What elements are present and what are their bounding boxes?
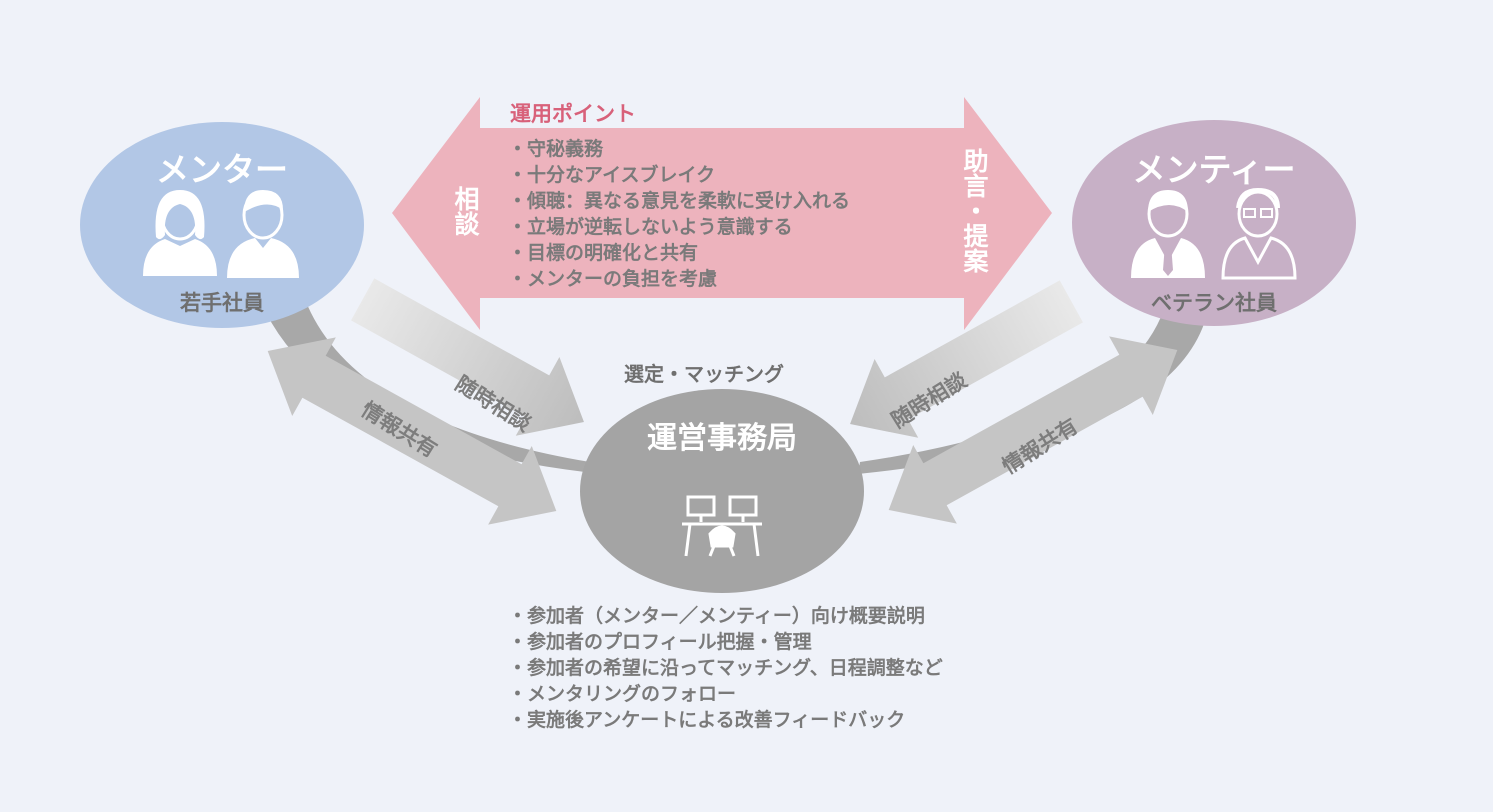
left-consult-arrow	[351, 278, 584, 436]
office-title: 運営事務局	[647, 421, 797, 456]
man-icon	[227, 190, 299, 278]
office-desks-icon	[682, 495, 762, 557]
mentee-title: メンティー	[1132, 150, 1296, 189]
right-consult-arrow	[850, 280, 1083, 438]
advice-proposal-label: 助言・提案	[960, 148, 989, 273]
points-list: 守秘義務 十分なアイスブレイク 傾聴：異なる意見を柔軟に受け入れる 立場が逆転し…	[508, 136, 850, 292]
list-item: メンターの負担を考慮	[508, 266, 850, 292]
list-item: 目標の明確化と共有	[508, 240, 850, 266]
list-item: 実施後アンケートによる改善フィードバック	[508, 707, 943, 733]
list-item: メンタリングのフォロー	[508, 681, 943, 707]
woman-icon	[143, 190, 217, 276]
mentee-subtitle: ベテラン社員	[1151, 291, 1277, 315]
businessman-icon	[1131, 190, 1205, 278]
office-circle	[580, 389, 864, 593]
left-share-arrow	[267, 337, 557, 525]
list-item: 守秘義務	[508, 136, 850, 162]
list-item: 立場が逆転しないよう意識する	[508, 214, 850, 240]
points-title: 運用ポイント	[510, 102, 636, 126]
senior-man-with-glasses-icon	[1221, 187, 1297, 280]
list-item: 参加者（メンター／メンティー）向け概要説明	[508, 603, 943, 629]
matching-label: 選定・マッチング	[624, 362, 784, 386]
right-share-arrow	[888, 336, 1178, 524]
office-duties-list: 参加者（メンター／メンティー）向け概要説明 参加者のプロフィール把握・管理 参加…	[508, 603, 943, 733]
list-item: 参加者の希望に沿ってマッチング、日程調整など	[508, 655, 943, 681]
list-item: 十分なアイスブレイク	[508, 162, 850, 188]
mentor-subtitle: 若手社員	[180, 291, 264, 315]
consult-label: 相談	[451, 186, 480, 236]
list-item: 参加者のプロフィール把握・管理	[508, 629, 943, 655]
list-item: 傾聴：異なる意見を柔軟に受け入れる	[508, 188, 850, 214]
mentor-title: メンター	[156, 150, 288, 189]
